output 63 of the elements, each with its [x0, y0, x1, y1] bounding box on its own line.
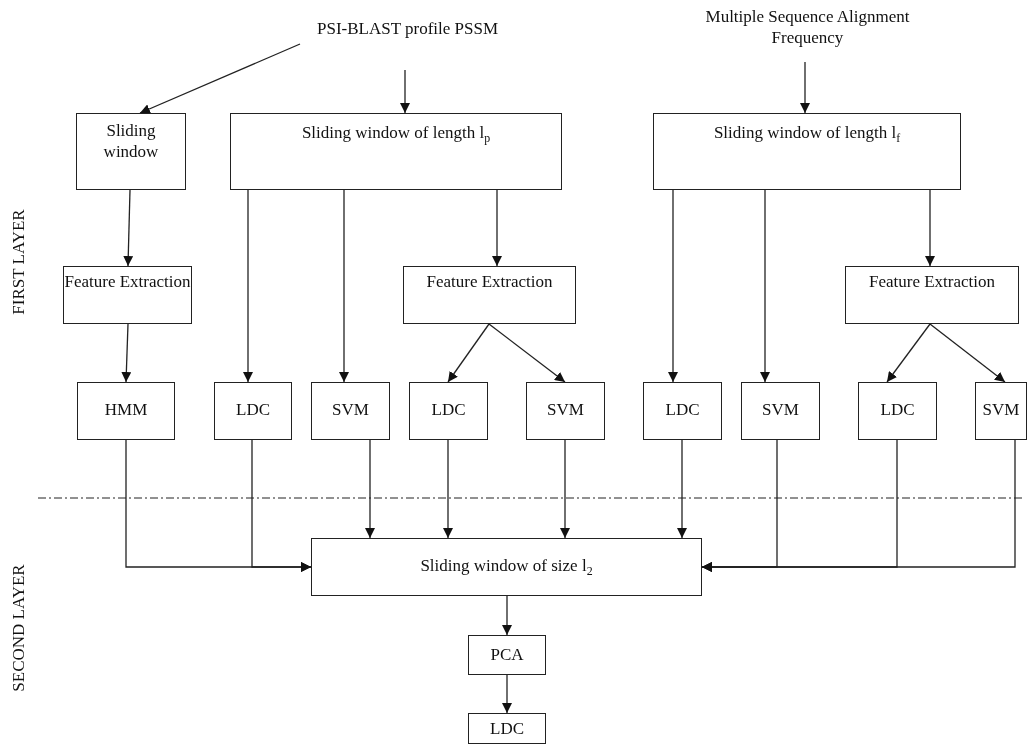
arrow [677, 439, 687, 539]
arrow [668, 189, 678, 383]
arrow [701, 439, 1016, 572]
arrow [800, 61, 810, 114]
box-label: LDC [665, 399, 700, 421]
box-label: LDC [236, 399, 270, 421]
arrow [139, 43, 301, 114]
arrow [925, 189, 935, 267]
box-label: Sliding window of length l$_{p}$ [301, 122, 491, 147]
process-box [311, 538, 702, 596]
process-box [526, 382, 605, 440]
arrow [760, 189, 770, 383]
arrow [447, 323, 490, 383]
box-label: PCA [490, 644, 524, 666]
box-label: SVM [332, 399, 369, 421]
layer-label: SECOND LAYER [8, 564, 29, 692]
layer-label: FIRST LAYER [8, 209, 29, 315]
arrow [251, 439, 312, 572]
arrow [339, 189, 349, 383]
process-box [311, 382, 390, 440]
arrow [243, 189, 253, 383]
process-box [468, 635, 546, 675]
box-label: HMM [104, 399, 148, 421]
process-box [63, 266, 192, 324]
arrow [123, 189, 134, 267]
arrow [502, 595, 512, 636]
arrow [121, 323, 132, 383]
process-box [409, 382, 488, 440]
process-box [975, 382, 1027, 440]
arrow [560, 439, 570, 539]
box-label: LDC [490, 718, 524, 740]
process-box [214, 382, 292, 440]
box-label: LDC [431, 399, 466, 421]
box-label: Sliding window of length l$_{f}$ [713, 122, 901, 147]
box-label: Feature Extraction [426, 271, 553, 293]
box-label: LDC [880, 399, 915, 421]
box-label: Feature Extraction [869, 271, 995, 293]
process-box [643, 382, 722, 440]
box-label: SVM [762, 399, 799, 421]
box-label: Sliding window [102, 120, 160, 163]
process-box [230, 113, 562, 190]
process-box [77, 382, 175, 440]
arrow [443, 439, 453, 539]
source-label: PSI-BLAST profile PSSM [316, 18, 499, 40]
arrow [502, 674, 512, 714]
process-box [403, 266, 576, 324]
box-label: Sliding window of size l$_{2}$ [420, 555, 593, 580]
box-label: SVM [982, 399, 1020, 421]
arrow [400, 69, 410, 114]
process-box [468, 713, 546, 744]
box-label: Feature Extraction [64, 271, 191, 293]
arrow [492, 189, 502, 267]
process-box [845, 266, 1019, 324]
process-box [858, 382, 937, 440]
arrow [365, 439, 375, 539]
arrow [886, 323, 931, 383]
process-box [741, 382, 820, 440]
box-label: SVM [547, 399, 584, 421]
source-label: Multiple Sequence Alignment Frequency [704, 6, 911, 49]
arrow [929, 323, 1006, 383]
process-box [653, 113, 961, 190]
process-box [76, 113, 186, 190]
arrow [488, 323, 566, 383]
